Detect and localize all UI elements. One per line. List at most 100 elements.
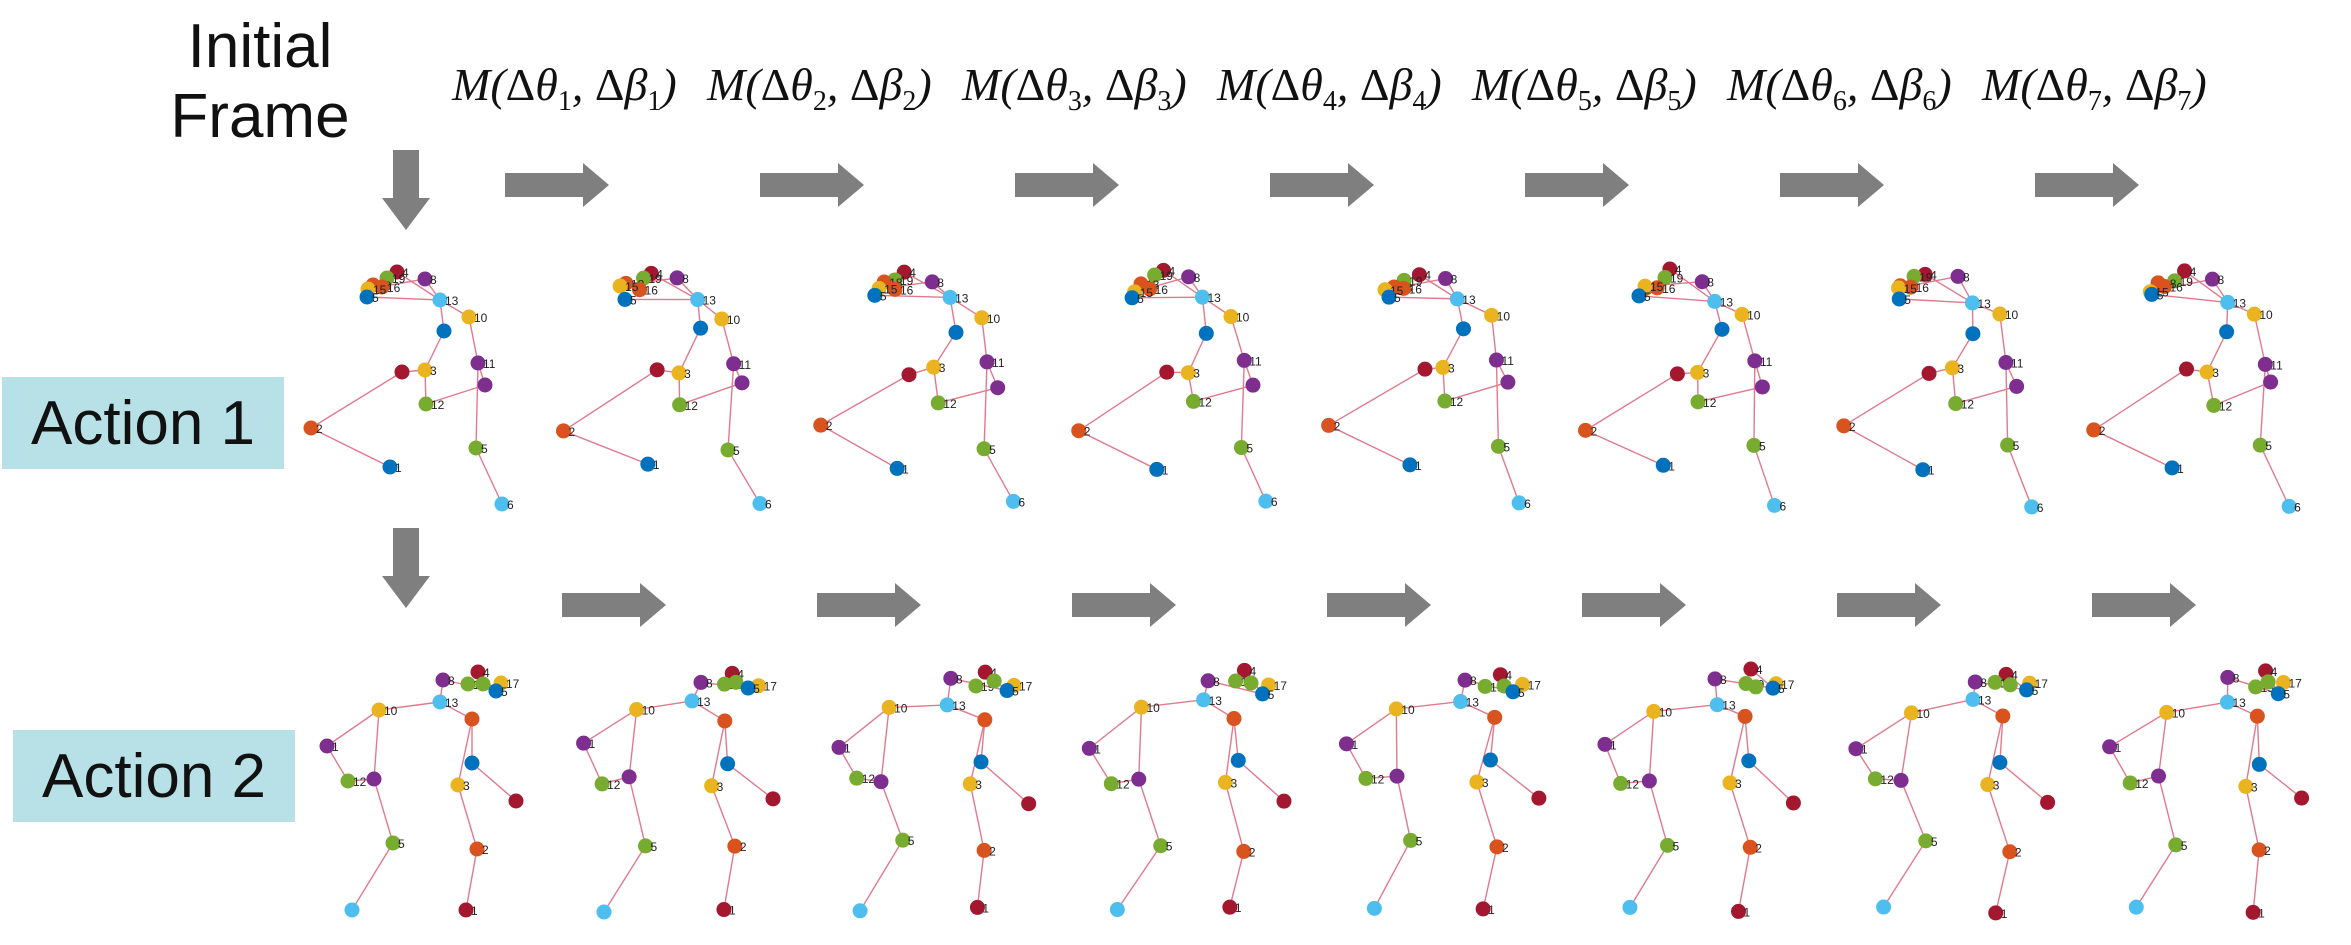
action1-skeleton-joint-label: 6 xyxy=(765,498,772,512)
action1-skeleton-joint xyxy=(1707,293,1723,309)
action1-skeleton-joint xyxy=(417,271,433,287)
action1-skeleton-joint xyxy=(901,367,917,383)
action1-skeleton-joint-label: 1 xyxy=(1928,464,1935,478)
action2-skeleton-joint xyxy=(1965,691,1981,707)
action2-skeleton-joint xyxy=(1276,793,1292,809)
action1-skeleton-joint xyxy=(976,441,992,457)
action1-skeleton-joint-label: 16 xyxy=(900,283,914,297)
action1-skeleton-joint xyxy=(734,375,750,391)
action1-skeleton-joint-label: 19 xyxy=(1919,270,1933,284)
right-arrow-icon xyxy=(1525,163,1629,207)
action2-skeleton-joint xyxy=(693,674,709,690)
action1-skeleton-joint-label: 5 xyxy=(1904,293,1911,307)
action1-skeleton-joint xyxy=(1655,457,1671,473)
action-1-text: Action 1 xyxy=(30,388,256,458)
action2-skeleton-joint xyxy=(1893,772,1909,788)
action2-skeleton-joint xyxy=(727,838,743,854)
action2-skeleton-joint-label: 17 xyxy=(764,680,778,694)
action2-skeleton-joint xyxy=(1876,899,1892,915)
action2-skeleton-bone xyxy=(603,845,647,913)
action2-skeleton-joint-label: 3 xyxy=(717,780,724,794)
action2-skeleton-joint-label: 5 xyxy=(2181,839,2188,853)
action1-skeleton-joint xyxy=(374,279,390,295)
action2-skeleton-bone xyxy=(1883,840,1927,908)
action2-skeleton-joint xyxy=(1722,775,1738,791)
action2-skeleton-joint-label: 3 xyxy=(1230,776,1237,790)
action2-skeleton-joint-label: 1 xyxy=(471,904,478,918)
action2-skeleton-joint-label: 13 xyxy=(2232,696,2246,710)
action1-skeleton-joint xyxy=(1694,274,1710,290)
action2-skeleton-joint xyxy=(1109,902,1125,918)
action1-skeleton-bone xyxy=(1388,296,1458,300)
action2-skeleton-joint-label: 5 xyxy=(501,685,508,699)
action2-skeleton-joint xyxy=(385,835,401,851)
action1-skeleton-joint xyxy=(2009,378,2025,394)
action2-skeleton-joint xyxy=(1731,903,1747,919)
action2-skeleton-joint xyxy=(1153,838,1169,854)
action2-skeleton-joint xyxy=(1742,839,1758,855)
action2-skeleton-joint-label: 2 xyxy=(740,840,747,854)
action2-skeleton-joint-label: 8 xyxy=(956,672,963,686)
action1-skeleton-joint xyxy=(2219,324,2235,340)
action1-skeleton-joint xyxy=(468,440,484,456)
action1-skeleton-joint xyxy=(461,309,477,325)
right-arrow-icon xyxy=(2035,163,2139,207)
action2-skeleton-joint xyxy=(716,902,732,918)
action2-skeleton-joint xyxy=(1765,680,1781,696)
action2-skeleton-joint xyxy=(1646,703,1662,719)
action1-skeleton-joint-label: 3 xyxy=(1703,366,1710,380)
action2-skeleton-joint xyxy=(717,713,733,729)
action1-skeleton-joint xyxy=(1490,438,1506,454)
action1-skeleton-bone xyxy=(366,296,441,301)
action2-skeleton-joint xyxy=(684,693,700,709)
action2-skeleton-joint xyxy=(1707,671,1723,687)
action1-skeleton-joint xyxy=(418,396,434,412)
action1-skeleton-bone xyxy=(425,384,486,405)
action1-skeleton-joint xyxy=(2257,356,2273,372)
action1-skeleton-joint-label: 10 xyxy=(1236,311,1250,325)
action1-skeleton-joint xyxy=(1754,379,1770,395)
action2-skeleton-joint xyxy=(344,902,360,918)
action2-skeleton-joint-label: 10 xyxy=(384,704,398,718)
action2-skeleton-joint-label: 1 xyxy=(1094,742,1101,756)
action2-skeleton-joint xyxy=(1709,697,1725,713)
action1-skeleton-joint-label: 8 xyxy=(1194,271,1201,285)
action1-skeleton-joint-label: 16 xyxy=(1662,282,1676,296)
action2-skeleton-joint-label: 1 xyxy=(2001,907,2008,921)
action1-skeleton-joint-label: 11 xyxy=(1760,355,1773,369)
action1-skeleton-joint-label: 2 xyxy=(826,419,833,433)
action1-skeleton-joint xyxy=(436,323,452,339)
action1-skeleton-bone xyxy=(1163,269,1203,298)
action1-skeleton-joint xyxy=(635,270,651,286)
action1-skeleton-bone xyxy=(1753,445,1776,506)
action1-skeleton-joint xyxy=(867,287,883,303)
action2-skeleton-joint-label: 4 xyxy=(2271,665,2278,679)
action1-skeleton-joint-label: 1 xyxy=(653,458,660,472)
action2-skeleton-joint-label: 12 xyxy=(2135,777,2149,791)
action1-skeleton-joint xyxy=(924,274,940,290)
action2-skeleton-joint-label: 1 xyxy=(1235,901,1242,915)
action1-skeleton-joint-label: 5 xyxy=(481,442,488,456)
action2-skeleton-joint xyxy=(1903,705,1919,721)
action1-skeleton-bone xyxy=(310,371,403,429)
action1-skeleton-joint-label: 1 xyxy=(902,462,909,476)
action1-skeleton-bone xyxy=(1669,268,1716,302)
action2-skeleton-joint-label: 1 xyxy=(589,737,596,751)
action2-skeleton-joint xyxy=(849,770,865,786)
action2-skeleton-bone xyxy=(628,709,638,777)
action1-skeleton-bone xyxy=(1240,447,1267,502)
action1-skeleton-joint-label: 10 xyxy=(987,312,1001,326)
action2-skeleton-joint-label: 1 xyxy=(982,901,989,915)
right-arrow-icon xyxy=(817,583,921,627)
action1-skeleton-joint-label: 3 xyxy=(684,367,691,381)
action1-skeleton-joint xyxy=(672,397,688,413)
action2-skeleton-joint xyxy=(1133,699,1149,715)
action1-skeleton-bone xyxy=(1328,368,1426,427)
formula-7: M(Δθ7, Δβ7) xyxy=(1982,59,2207,118)
action1-skeleton-joint xyxy=(2246,306,2262,322)
action1-skeleton-joint xyxy=(1578,422,1594,438)
action1-skeleton-joint xyxy=(2086,422,2102,438)
action1-skeleton-joint xyxy=(948,324,964,340)
action2-skeleton-joint xyxy=(1980,777,1996,793)
action1-skeleton-joint-label: 3 xyxy=(2212,366,2219,380)
